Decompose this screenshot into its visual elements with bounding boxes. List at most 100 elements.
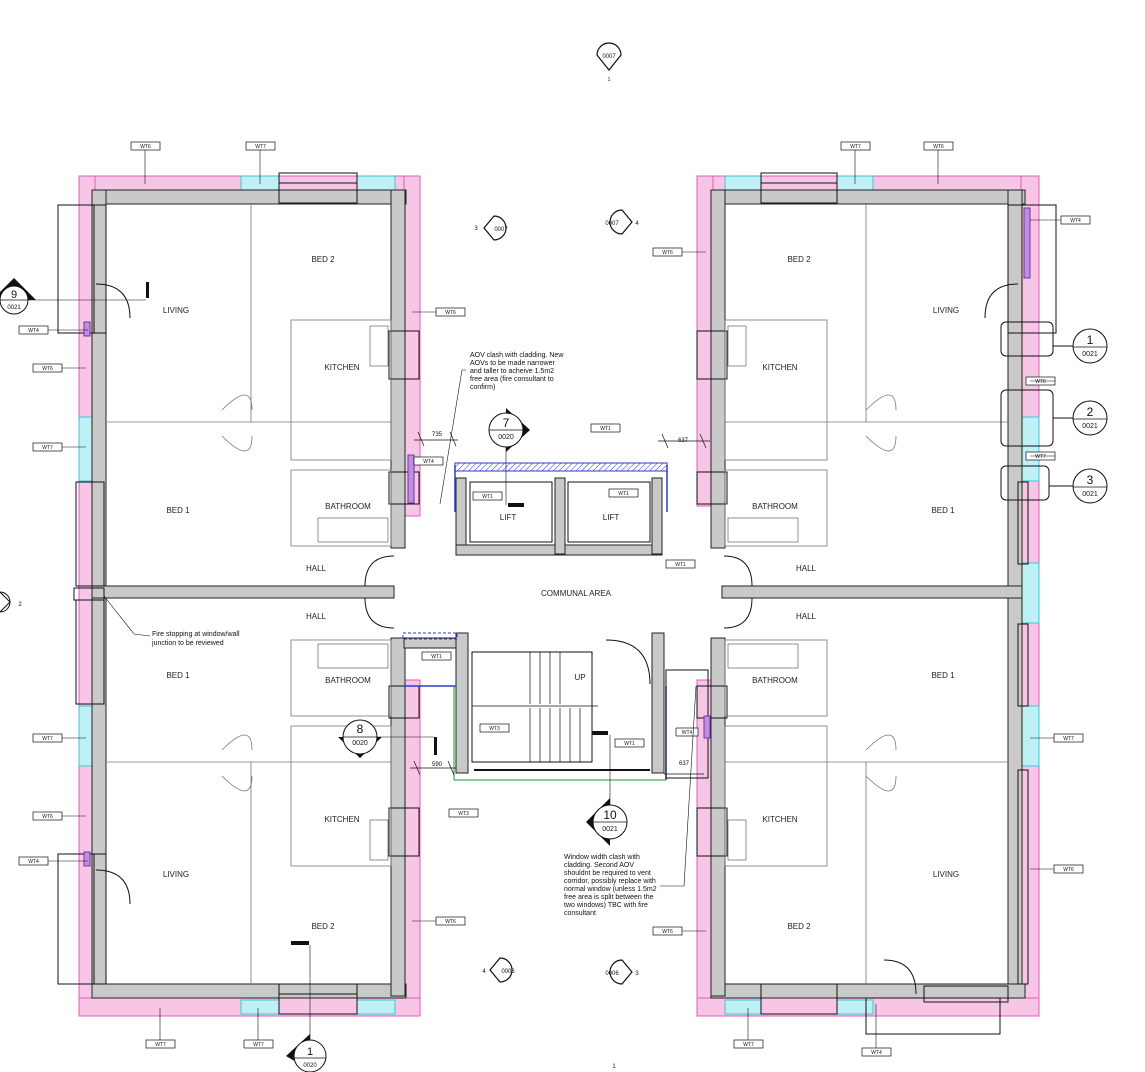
- svg-text:WT6: WT6: [445, 919, 456, 925]
- svg-text:0007: 0007: [605, 221, 619, 227]
- svg-text:2: 2: [18, 602, 22, 608]
- wall-tag: WT6: [435, 916, 466, 926]
- wall-tag: WT6: [652, 247, 683, 257]
- section-marker-1-bottom: 1 0020: [286, 945, 327, 1072]
- svg-text:0020: 0020: [303, 1063, 317, 1069]
- room-label-tl-bed2: BED 2: [311, 255, 335, 264]
- svg-text:WT4: WT4: [682, 730, 693, 736]
- svg-text:9: 9: [11, 289, 17, 301]
- note-window-clash: Window width clash with cladding. Second…: [564, 685, 697, 917]
- edge-marker-left: 2: [0, 591, 22, 613]
- room-label-tl-living: LIVING: [163, 306, 189, 315]
- section-marker-8: 8 0020: [338, 719, 434, 758]
- svg-text:Fire stopping at window/wall: Fire stopping at window/wall: [152, 631, 240, 638]
- svg-text:0006: 0006: [501, 969, 515, 975]
- elevation-marker-4-0007: 0007 4: [605, 209, 639, 235]
- wall-tag: WT1: [472, 491, 503, 501]
- svg-text:normal window (unless 1.5m2: normal window (unless 1.5m2: [564, 886, 657, 893]
- svg-text:0021: 0021: [7, 305, 21, 311]
- room-label-tl-bed1: BED 1: [166, 506, 190, 515]
- section-marker-10: 10 0021: [586, 735, 628, 846]
- wall-tag: WT4: [413, 456, 444, 466]
- svg-text:1: 1: [608, 77, 611, 83]
- svg-text:WT7: WT7: [42, 445, 53, 451]
- room-label-tr-living: LIVING: [933, 306, 959, 315]
- note-fire-stopping: Fire stopping at window/wall junction to…: [103, 595, 240, 647]
- room-label-tr-bed2: BED 2: [787, 255, 811, 264]
- wall-tag: WT1: [421, 651, 452, 661]
- wall-tag: WT4: [861, 1047, 892, 1057]
- svg-text:0021: 0021: [1082, 351, 1098, 358]
- room-label-tr-hall: HALL: [796, 564, 817, 573]
- wall-tag: WT7: [1053, 733, 1084, 743]
- svg-text:WT7: WT7: [155, 1042, 166, 1048]
- svg-text:0020: 0020: [352, 740, 368, 747]
- svg-text:3: 3: [1087, 473, 1094, 487]
- svg-text:free area is split between the: free area is split between the: [564, 894, 654, 901]
- svg-text:0021: 0021: [602, 826, 618, 833]
- dimension-590: 590: [432, 762, 443, 768]
- svg-text:WT4: WT4: [1070, 218, 1081, 224]
- svg-text:8: 8: [357, 722, 364, 736]
- wall-tag: WT6: [1053, 864, 1084, 874]
- svg-text:WT6: WT6: [662, 250, 673, 256]
- detail-callout-1: 1 0021: [1000, 321, 1108, 364]
- wall-tag: WT3: [479, 723, 510, 733]
- svg-text:1: 1: [307, 1046, 313, 1058]
- svg-text:0021: 0021: [1082, 423, 1098, 430]
- svg-text:WT1: WT1: [675, 562, 686, 568]
- wall-tag: WT1: [614, 738, 645, 748]
- svg-text:1: 1: [1087, 333, 1094, 347]
- room-label-bl-bathroom: BATHROOM: [325, 676, 371, 685]
- svg-text:4: 4: [482, 969, 486, 975]
- room-label-bl-bed2: BED 2: [311, 922, 335, 931]
- room-label-tl-bathroom: BATHROOM: [325, 502, 371, 511]
- svg-text:WT4: WT4: [871, 1050, 882, 1056]
- room-label-bl-kitchen: KITCHEN: [324, 815, 359, 824]
- svg-text:0007: 0007: [494, 227, 508, 233]
- room-label-br-bed2: BED 2: [787, 922, 811, 931]
- svg-text:1: 1: [612, 1064, 616, 1070]
- wall-tag: WT1: [590, 423, 621, 433]
- svg-text:WT3: WT3: [458, 811, 469, 817]
- svg-text:WT6: WT6: [42, 366, 53, 372]
- svg-text:WT1: WT1: [624, 741, 635, 747]
- svg-text:WT7: WT7: [743, 1042, 754, 1048]
- svg-text:free area (fire consultant to: free area (fire consultant to: [470, 376, 554, 383]
- svg-text:WT6: WT6: [662, 929, 673, 935]
- svg-text:4: 4: [635, 221, 639, 227]
- room-labels: BED 2 LIVING KITCHEN BED 1 BATHROOM HALL…: [163, 255, 959, 931]
- svg-text:WT1: WT1: [618, 491, 629, 497]
- svg-text:0021: 0021: [1082, 491, 1098, 498]
- room-label-bl-hall: HALL: [306, 612, 327, 621]
- svg-text:WT1: WT1: [431, 654, 442, 660]
- room-label-br-bed1: BED 1: [931, 671, 955, 680]
- wall-tag: WT7: [32, 442, 63, 452]
- svg-text:0020: 0020: [498, 434, 514, 441]
- svg-text:WT6: WT6: [1035, 379, 1046, 385]
- wall-tag: WT7: [145, 1039, 176, 1049]
- room-label-lift-2: LIFT: [603, 513, 620, 522]
- svg-text:WT1: WT1: [482, 494, 493, 500]
- svg-text:WT6: WT6: [140, 144, 151, 150]
- wall-tag: WT6: [923, 141, 954, 151]
- note-aov-clash: AOV clash with cladding. New AOVs to be …: [439, 352, 564, 505]
- wall-tag: WT1: [665, 559, 696, 569]
- svg-text:2: 2: [1087, 405, 1094, 419]
- dimension-labels: 735 637 590 637: [432, 432, 690, 768]
- svg-text:cladding. Second AOV: cladding. Second AOV: [564, 862, 634, 869]
- room-label-br-living: LIVING: [933, 870, 959, 879]
- wall-tag: WT7: [840, 141, 871, 151]
- detail-callout-2: 2 0021: [1000, 389, 1108, 447]
- svg-text:WT7: WT7: [255, 144, 266, 150]
- wall-tag: WT7: [245, 141, 276, 151]
- svg-text:consultant: consultant: [564, 910, 596, 917]
- room-label-br-bathroom: BATHROOM: [752, 676, 798, 685]
- svg-text:WT6: WT6: [933, 144, 944, 150]
- svg-text:7: 7: [503, 416, 510, 430]
- edge-marker-bottom: 1: [612, 1064, 616, 1070]
- detail-callout-3: 3 0021: [1000, 465, 1108, 504]
- svg-text:10: 10: [603, 808, 617, 822]
- svg-text:AOV clash with cladding. New: AOV clash with cladding. New: [470, 352, 564, 359]
- wall-tag: WT4: [1060, 215, 1091, 225]
